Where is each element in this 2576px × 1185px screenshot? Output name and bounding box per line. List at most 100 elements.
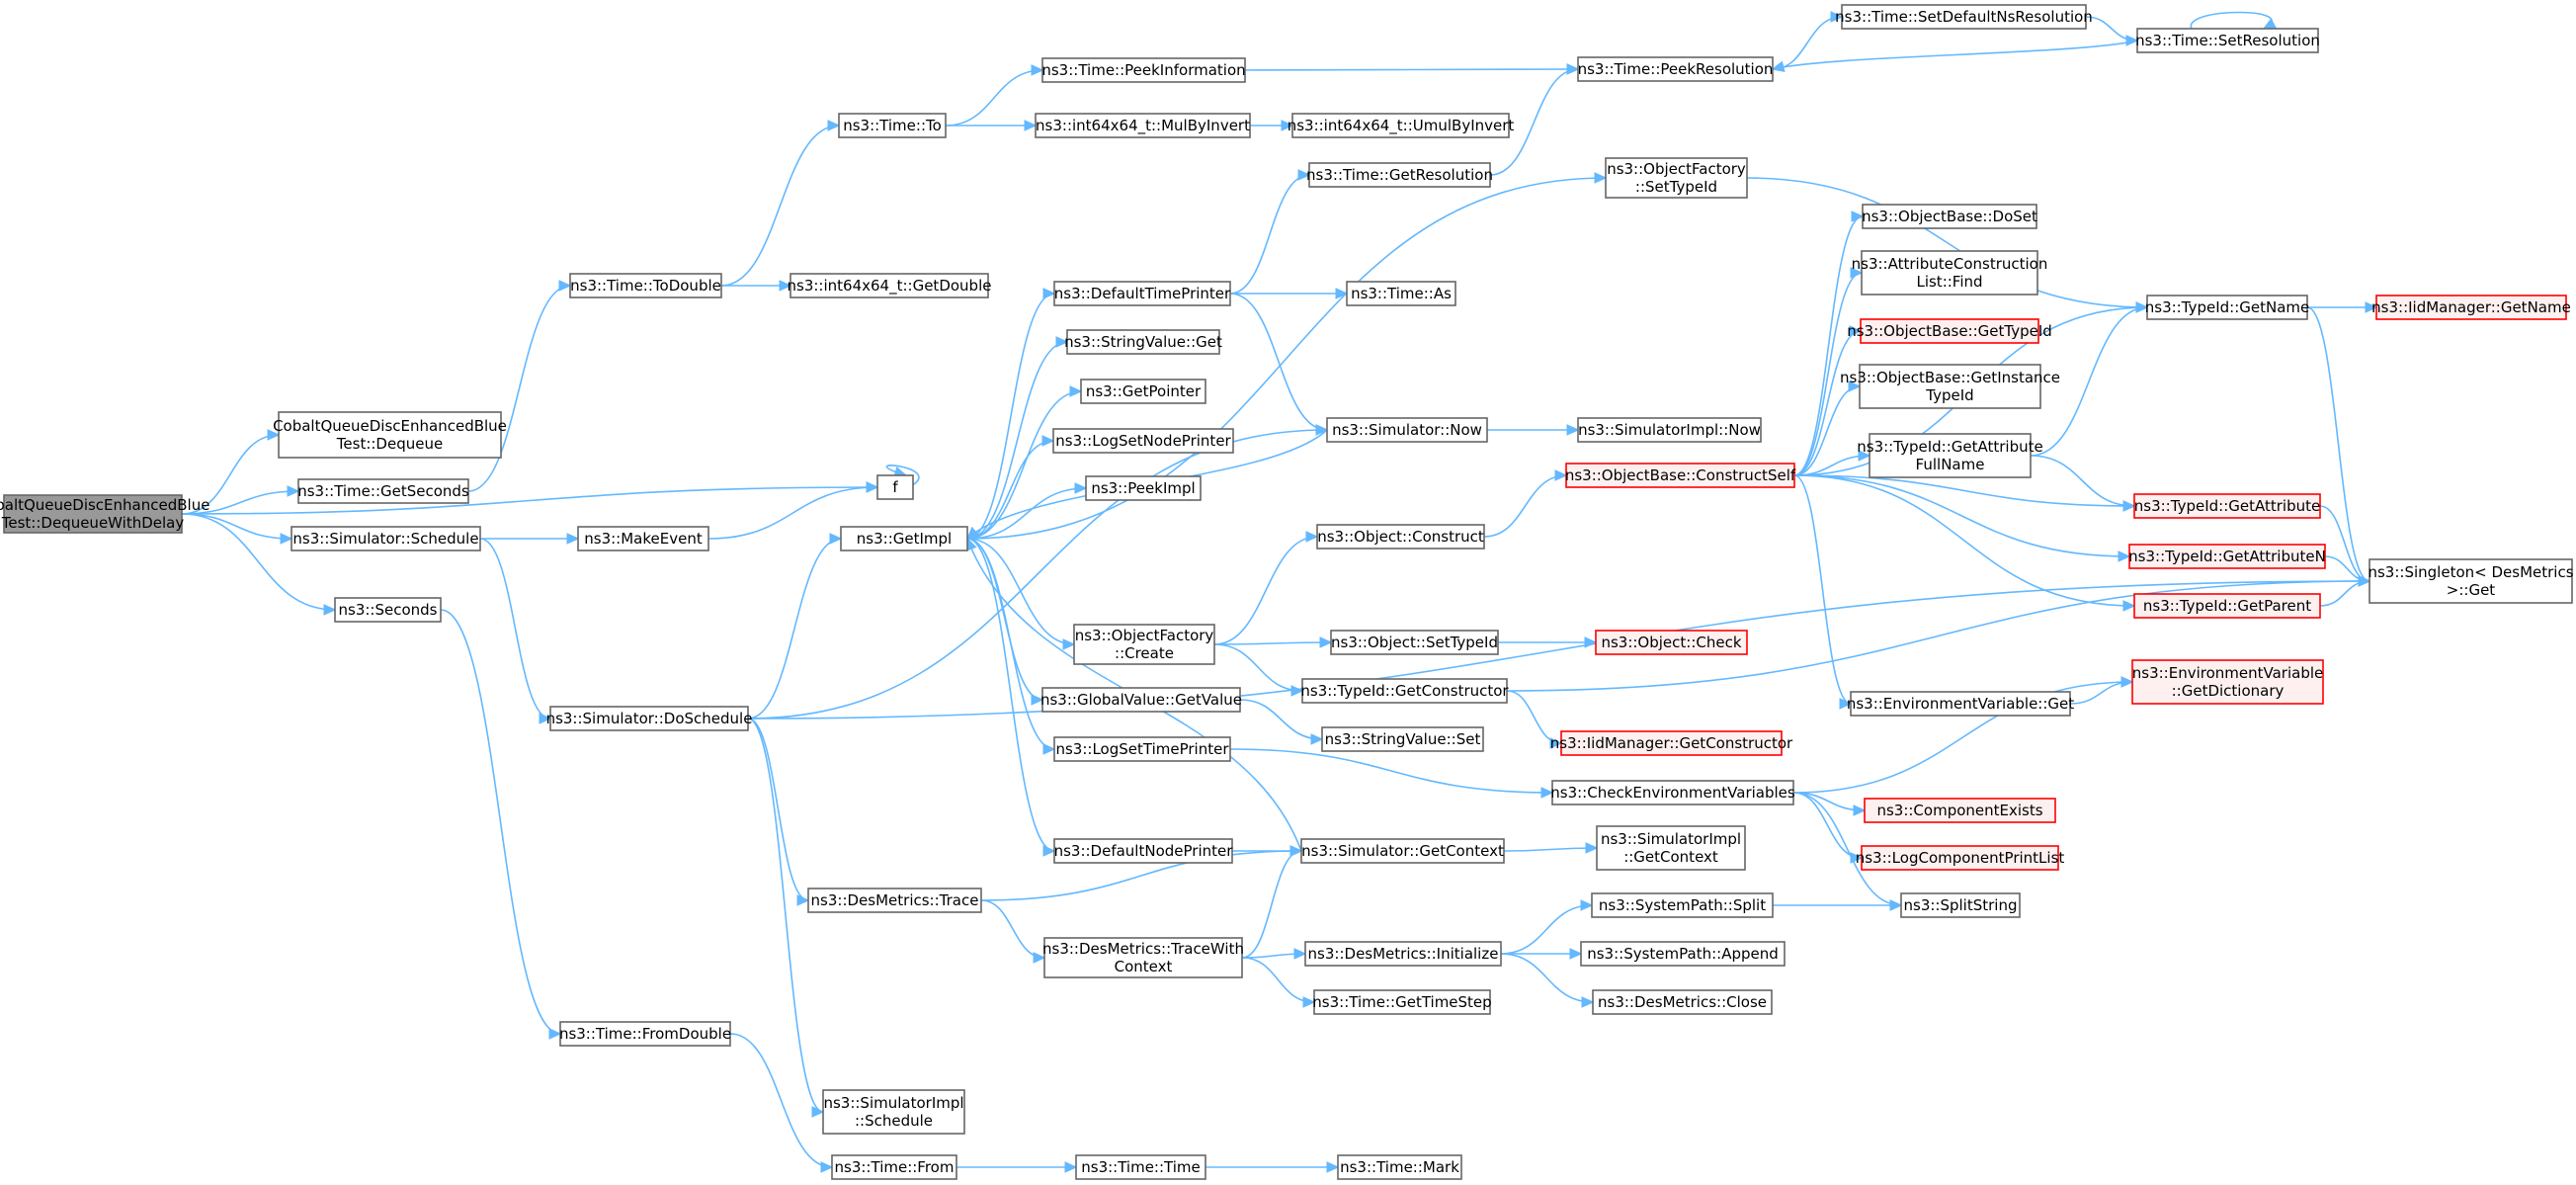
node-timeas[interactable]: ns3::Time::As	[1346, 281, 1456, 306]
node-typeidgetctor[interactable]: ns3::TypeId::GetConstructor	[1300, 678, 1509, 704]
node-iidgetctor[interactable]: ns3::IidManager::GetConstructor	[1550, 730, 1793, 756]
node-box	[1580, 941, 1786, 967]
node-simimplnow[interactable]: ns3::SimulatorImpl::Now	[1577, 417, 1762, 443]
node-umulbyinvert[interactable]: ns3::int64x64_t::UmulByInvert	[1288, 113, 1515, 138]
node-label: ns3::TypeId::GetAttribute	[1857, 438, 2042, 456]
node-objbaseconstruct[interactable]: ns3::ObjectBase::ConstructSelf	[1565, 463, 1796, 488]
node-simgetctx[interactable]: ns3::Simulator::GetContext	[1300, 838, 1505, 864]
edge-objconstruct-to-objbaseconstruct	[1483, 475, 1566, 538]
node-envget[interactable]: ns3::EnvironmentVariable::Get	[1847, 691, 2074, 717]
node-schedule[interactable]: ns3::Simulator::Schedule	[291, 526, 481, 551]
node-label: ns3::Time::To	[843, 117, 942, 134]
node-checkenv[interactable]: ns3::CheckEnvironmentVariables	[1550, 780, 1795, 805]
node-destrace[interactable]: ns3::DesMetrics::Trace	[807, 888, 982, 913]
node-gettimestep[interactable]: ns3::Time::GetTimeStep	[1312, 989, 1492, 1015]
node-label: ::SetTypeId	[1635, 178, 1717, 196]
node-objbasedoset[interactable]: ns3::ObjectBase::DoSet	[1862, 204, 2037, 229]
node-stringvalueget[interactable]: ns3::StringValue::Get	[1064, 329, 1222, 355]
node-setres[interactable]: ns3::Time::SetResolution	[2135, 28, 2320, 53]
edge-objfactcreate-to-typeidgetctor	[1213, 643, 1302, 691]
node-objsettypeid[interactable]: ns3::Object::SetTypeId	[1330, 630, 1499, 655]
node-timemark[interactable]: ns3::Time::Mark	[1337, 1154, 1462, 1180]
node-typeidgetname[interactable]: ns3::TypeId::GetName	[2145, 295, 2309, 320]
node-box	[1080, 379, 1206, 404]
node-getdouble[interactable]: ns3::int64x64_t::GetDouble	[788, 273, 992, 298]
node-root[interactable]: CobaltQueueDiscEnhancedBlueTest::Dequeue…	[0, 494, 209, 534]
node-timetime[interactable]: ns3::Time::Time	[1075, 1154, 1206, 1180]
node-makeevent[interactable]: ns3::MakeEvent	[577, 526, 709, 551]
node-peekres[interactable]: ns3::Time::PeekResolution	[1577, 56, 1774, 82]
node-syspathsplit[interactable]: ns3::SystemPath::Split	[1591, 892, 1774, 918]
edge-objbaseconstruct-to-objbasegetinst	[1793, 386, 1860, 476]
node-objfactsettypeid[interactable]: ns3::ObjectFactory::SetTypeId	[1605, 157, 1748, 199]
edge-setres-to-peekres	[1773, 40, 2138, 69]
node-label: ns3::DesMetrics::TraceWith	[1042, 940, 1244, 958]
node-label: ns3::ObjectFactory	[1607, 160, 1746, 178]
node-deftimeprinter[interactable]: ns3::DefaultTimePrinter	[1053, 281, 1231, 306]
node-desinit[interactable]: ns3::DesMetrics::Initialize	[1304, 941, 1502, 967]
node-seconds[interactable]: ns3::Seconds	[334, 597, 442, 623]
node-simnow[interactable]: ns3::Simulator::Now	[1326, 417, 1488, 443]
node-gettimeres[interactable]: ns3::Time::GetResolution	[1306, 162, 1493, 188]
node-label: Test::DequeueWithDelay	[1, 514, 185, 532]
node-box	[876, 474, 914, 500]
node-globalvalueget[interactable]: ns3::GlobalValue::GetValue	[1040, 687, 1242, 713]
node-objconstruct[interactable]: ns3::Object::Construct	[1316, 524, 1485, 550]
node-syspathappend[interactable]: ns3::SystemPath::Append	[1580, 941, 1786, 967]
node-mulbyinvert[interactable]: ns3::int64x64_t::MulByInvert	[1035, 113, 1251, 138]
edge-objfactcreate-to-objconstruct	[1213, 537, 1317, 645]
node-setdefns[interactable]: ns3::Time::SetDefaultNsResolution	[1835, 4, 2093, 30]
node-iidgetname[interactable]: ns3::IidManager::GetName	[2371, 295, 2571, 320]
edge-typeidgetctor-to-singletonget	[1506, 581, 2369, 692]
node-objfactcreate[interactable]: ns3::ObjectFactory::Create	[1073, 624, 1215, 665]
node-typeidgetattrn[interactable]: ns3::TypeId::GetAttributeN	[2128, 544, 2326, 569]
node-typeidgetparent[interactable]: ns3::TypeId::GetParent	[2133, 593, 2321, 619]
node-objbasegettypeid[interactable]: ns3::ObjectBase::GetTypeId	[1847, 318, 2052, 344]
node-desclose[interactable]: ns3::DesMetrics::Close	[1592, 989, 1773, 1015]
edge-objbaseconstruct-to-typeidgetattrn	[1793, 474, 2129, 556]
node-timeto[interactable]: ns3::Time::To	[838, 113, 947, 138]
edge-peekinfo-to-peekres	[1244, 69, 1578, 70]
node-logsetnodeprinter[interactable]: ns3::LogSetNodePrinter	[1052, 428, 1234, 454]
node-singletonget[interactable]: ns3::Singleton< DesMetrics>::Get	[2368, 558, 2574, 604]
node-label: ns3::SystemPath::Split	[1599, 896, 1766, 914]
node-label: ns3::IidManager::GetConstructor	[1550, 734, 1793, 752]
edge-typeidgetctor-to-iidgetctor	[1506, 690, 1561, 743]
node-label: ns3::TypeId::GetName	[2145, 298, 2309, 316]
node-defnodeprinter[interactable]: ns3::DefaultNodePrinter	[1053, 838, 1234, 864]
node-peekimpl[interactable]: ns3::PeekImpl	[1085, 475, 1202, 501]
edge-deftimeprinter-to-gettimeres	[1229, 175, 1309, 295]
edge-simgetctx-to-simimplgetctx	[1503, 848, 1597, 851]
node-box	[1300, 838, 1505, 864]
node-label: ns3::Simulator::Now	[1332, 421, 1482, 439]
node-peekinfo[interactable]: ns3::Time::PeekInformation	[1041, 57, 1246, 83]
node-simimplsched[interactable]: ns3::SimulatorImpl::Schedule	[822, 1089, 965, 1135]
node-logcompprint[interactable]: ns3::LogComponentPrintList	[1856, 845, 2065, 871]
node-logsettimeprinter[interactable]: ns3::LogSetTimePrinter	[1053, 736, 1231, 762]
node-box	[1841, 4, 2087, 30]
node-label: ns3::Time::As	[1351, 285, 1452, 302]
node-doschedule[interactable]: ns3::Simulator::DoSchedule	[546, 706, 753, 731]
node-splitstring[interactable]: ns3::SplitString	[1900, 892, 2021, 918]
node-todouble[interactable]: ns3::Time::ToDouble	[569, 273, 722, 298]
node-fromdouble[interactable]: ns3::Time::FromDouble	[559, 1021, 731, 1047]
node-getimpl[interactable]: ns3::GetImpl	[840, 526, 968, 551]
node-timefrom[interactable]: ns3::Time::From	[831, 1154, 957, 1180]
node-label: ns3::ObjectBase::ConstructSelf	[1565, 466, 1796, 484]
node-stringvalueset[interactable]: ns3::StringValue::Set	[1321, 726, 1484, 752]
node-simimplgetctx[interactable]: ns3::SimulatorImpl::GetContext	[1596, 825, 1746, 871]
node-getpointer[interactable]: ns3::GetPointer	[1080, 379, 1206, 404]
node-getseconds[interactable]: ns3::Time::GetSeconds	[297, 478, 469, 504]
node-envgetdict[interactable]: ns3::EnvironmentVariable::GetDictionary	[2131, 659, 2324, 705]
edge-checkenv-to-splitstring	[1792, 792, 1901, 905]
node-typeidgetattr[interactable]: ns3::TypeId::GetAttribute	[2133, 493, 2321, 519]
edge-typeidgetattrfull-to-typeidgetname	[2030, 307, 2147, 457]
node-objcheck[interactable]: ns3::Object::Check	[1595, 630, 1748, 655]
node-f[interactable]: f	[876, 474, 914, 500]
node-componentexists[interactable]: ns3::ComponentExists	[1864, 798, 2056, 823]
